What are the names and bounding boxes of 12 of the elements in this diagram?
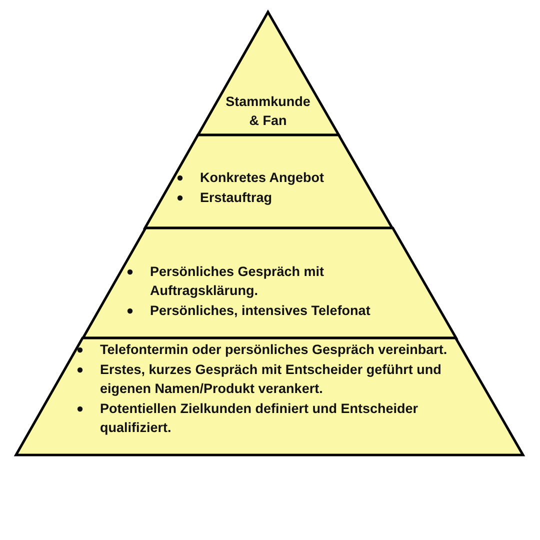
list-item-text: Erstauftrag (200, 190, 272, 205)
list-item-text: Potentiellen Zielkunden definiert und Entscheider qualifiziert. (100, 401, 418, 435)
list-item-text: Erstes, kurzes Gespräch mit Entscheider geführt und eigenen Namen/Produkt verankert. (100, 362, 442, 396)
pyramid-level (145, 135, 392, 228)
list-item-text: Konkretes Angebot (200, 170, 324, 185)
list-item-text: Persönliches, intensives Telefonat (150, 303, 370, 318)
pyramid-level (198, 12, 339, 135)
pyramid-level (16, 338, 523, 455)
list-item-text: Persönliches Gespräch mit Auftragsklärung. (150, 264, 324, 298)
list-item-text: Telefontermin oder persönliches Gespräch vereinbart. (100, 342, 448, 357)
level-label: Stammkunde & Fan (226, 94, 310, 128)
pyramid-level (82, 228, 456, 338)
